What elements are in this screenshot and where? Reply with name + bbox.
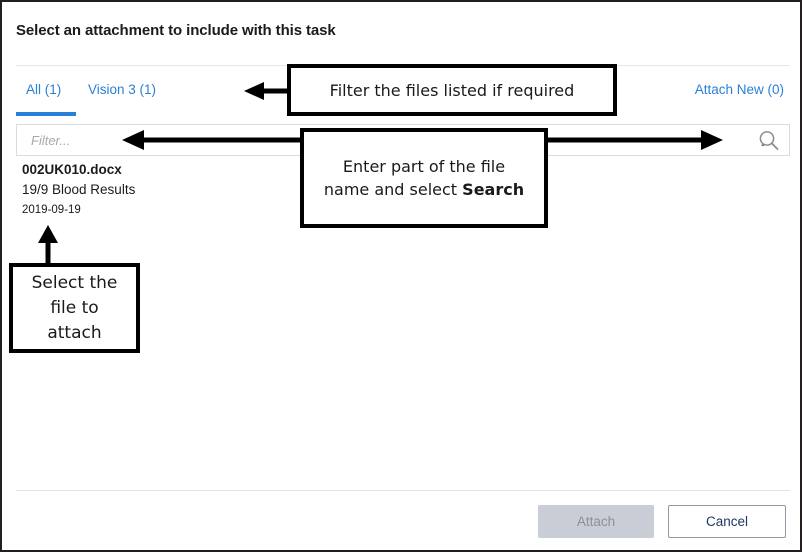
tab-vision-3[interactable]: Vision 3 (1) xyxy=(88,82,157,97)
annotation-select-note: Select the file to attach xyxy=(9,263,140,353)
list-item[interactable]: 002UK010.docx 19/9 Blood Results 2019-09… xyxy=(16,158,139,221)
annotation-search-line2-bold: Search xyxy=(462,180,525,199)
attach-new-link[interactable]: Attach New (0) xyxy=(694,82,784,97)
annotation-arrow-filter xyxy=(244,82,292,100)
annotation-search-text: Enter part of the file name and select S… xyxy=(316,155,532,201)
file-list: 002UK010.docx 19/9 Blood Results 2019-09… xyxy=(16,158,790,478)
tab-all[interactable]: All (1) xyxy=(26,82,62,97)
annotation-select-text: Select the file to attach xyxy=(24,271,126,346)
tab-active-indicator xyxy=(16,112,76,116)
file-name: 002UK010.docx xyxy=(22,162,122,177)
search-icon[interactable] xyxy=(757,129,781,153)
annotation-search-note: Enter part of the file name and select S… xyxy=(300,128,548,228)
annotation-filter-note: Filter the files listed if required xyxy=(287,64,617,116)
annotation-arrow-search-right xyxy=(543,130,723,150)
annotation-select-line3: attach xyxy=(47,322,102,343)
file-description: 19/9 Blood Results xyxy=(22,182,136,197)
annotation-arrow-select xyxy=(38,225,58,268)
footer-divider xyxy=(16,490,790,491)
annotation-select-line1: Select the xyxy=(31,272,118,293)
annotation-filter-text: Filter the files listed if required xyxy=(329,80,575,100)
annotation-arrow-search-left xyxy=(122,130,305,150)
cancel-button[interactable]: Cancel xyxy=(668,505,786,538)
annotation-search-line1: Enter part of the file xyxy=(342,157,506,176)
file-date: 2019-09-19 xyxy=(22,204,81,216)
annotation-select-line2: file to xyxy=(50,297,99,318)
page-title: Select an attachment to include with thi… xyxy=(16,22,336,39)
attach-button[interactable]: Attach xyxy=(538,505,654,538)
annotation-search-line2-prefix: name and select xyxy=(323,180,463,199)
